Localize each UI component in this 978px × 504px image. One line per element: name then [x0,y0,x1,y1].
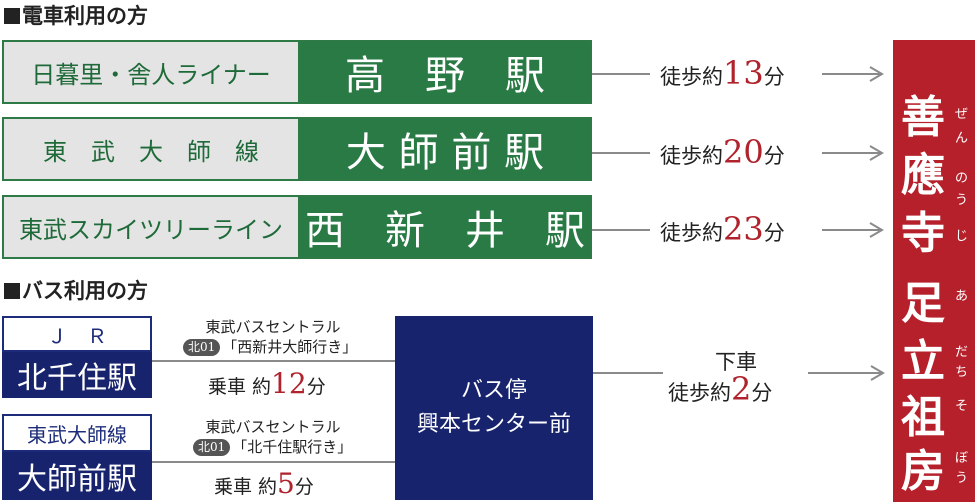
bus-route-line [152,461,395,463]
line-label-tobu-skytree: 東武スカイツリーライン [2,195,298,259]
place-ruby: う [955,471,969,486]
place-char: 房 [901,446,945,497]
place-char: 立 [901,336,945,387]
bus-heading: バス利用の方 [4,279,148,303]
arrow-head-icon [869,66,884,82]
bus-stop-okimoto-center: バス停 興本センター前 [395,316,593,500]
place-ruby: そ [955,399,969,414]
bus-origin-line-tobu-daishi: 東武大師線 [2,414,152,452]
place-ruby: だ [955,345,969,360]
bus-origin-line-jr: Ｊ Ｒ [2,316,152,352]
bus-walk-alight: 下車 [715,350,757,374]
bus-origin-station-kitasenju: 北千住駅 [2,352,152,398]
station-daishimae: 大 師 前 駅 [298,117,592,181]
bus-route-label: 北01「北千住駅行き」 [193,436,352,457]
temple-ruby: じ [955,229,969,244]
bus-route-label: 北01「西新井大師行き」 [183,336,357,357]
place-ruby: あ [955,289,969,304]
arrow-head-icon [869,145,884,161]
square-bullet-icon [4,8,20,24]
station-takano: 高 野 駅 [298,40,592,104]
temple-ruby: ぜ [955,107,969,122]
bus-route-line [152,360,395,362]
bus-company-label: 東武バスセントラル [205,418,341,436]
temple-ruby: ん [955,131,969,146]
square-bullet-icon [4,283,20,299]
place-ruby: ぼ [955,451,969,466]
place-char: 足 [901,278,945,329]
line-label-nippori-toneri: 日暮里・舎人ライナー [2,40,298,104]
route-badge: 北01 [183,339,221,356]
temple-char: 善 [901,92,945,143]
station-nishiarai: 西 新 井 駅 [298,195,592,259]
destination-box: 善 應 寺 ぜ ん の う じ 足 立 祖 房 あ だ ち そ ぼ う [893,40,975,502]
temple-char: 寺 [901,208,945,259]
temple-ruby: の [955,171,969,186]
temple-ruby: う [955,193,969,208]
train-heading: 電車利用の方 [4,4,148,28]
temple-char: 應 [901,150,945,201]
bus-origin-station-daishimae: 大師前駅 [2,452,152,500]
bus-walk-arrow [593,365,885,381]
line-label-tobu-daishi: 東 武 大 師 線 [2,117,298,181]
place-ruby: ち [955,365,969,380]
route-badge: 北01 [193,439,231,456]
arrow-head-icon [870,365,885,381]
bus-company-label: 東武バスセントラル [205,318,341,336]
train-arrows [592,66,884,238]
place-char: 祖 [901,392,945,443]
arrow-head-icon [869,222,884,238]
